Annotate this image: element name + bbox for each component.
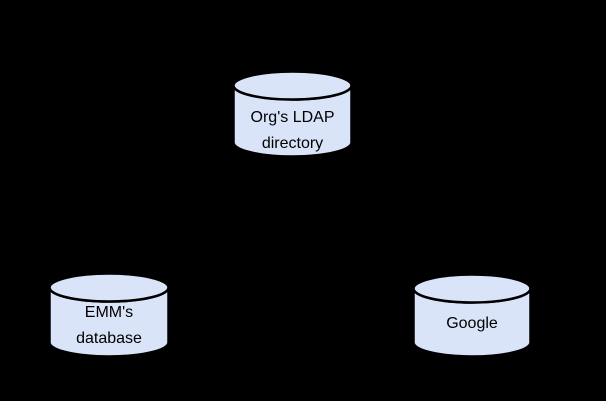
node-label-line: EMM's: [84, 304, 134, 321]
node-label: EMM's database: [48, 300, 170, 352]
node-label-line: database: [76, 330, 142, 347]
node-google: Google: [412, 273, 532, 358]
node-orgs-ldap-directory: Org's LDAP directory: [232, 70, 353, 158]
cylinder-top: [232, 70, 353, 101]
cylinder-top: [48, 272, 170, 303]
node-label-line: directory: [261, 135, 324, 152]
node-label-line: Google: [446, 315, 498, 332]
node-label-line: Org's LDAP: [250, 109, 335, 126]
database-cylinder-icon: [232, 70, 353, 158]
node-emms-database: EMM's database: [48, 272, 170, 358]
database-cylinder-icon: [48, 272, 170, 358]
database-cylinder-icon: [412, 273, 532, 358]
cylinder-top: [412, 273, 532, 304]
node-label: Org's LDAP directory: [232, 105, 353, 157]
node-label: Google: [412, 311, 532, 337]
